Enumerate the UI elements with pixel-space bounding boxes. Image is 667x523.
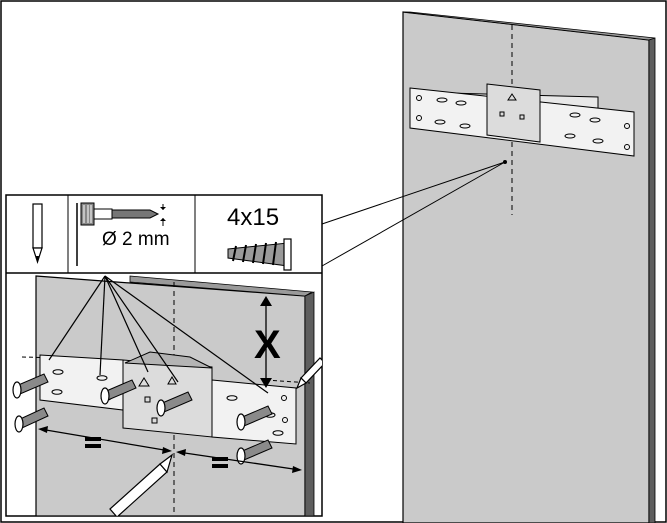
screw [236, 405, 273, 431]
drill-diameter-label: Ø 2 mm [102, 229, 170, 250]
height-dimension-label: X [254, 323, 281, 367]
drill-bit-icon [76, 202, 166, 266]
panel-overview [402, 11, 656, 523]
screw [100, 379, 137, 405]
pencil-right [295, 357, 322, 390]
pencil-icon [32, 203, 43, 264]
screw [12, 373, 49, 399]
screw-size-label: 4x15 [227, 204, 280, 231]
equal-distance-left [38, 426, 172, 454]
leader-lines [48, 275, 269, 394]
pencil-bottom [109, 453, 174, 516]
bracket-overview [409, 83, 635, 157]
equal-distance-right [176, 449, 302, 473]
screw [14, 407, 49, 433]
screw [236, 439, 273, 465]
screw [156, 391, 193, 417]
detail-inset [5, 194, 323, 517]
height-x-arrow [260, 296, 272, 388]
screw-icon [227, 238, 292, 271]
